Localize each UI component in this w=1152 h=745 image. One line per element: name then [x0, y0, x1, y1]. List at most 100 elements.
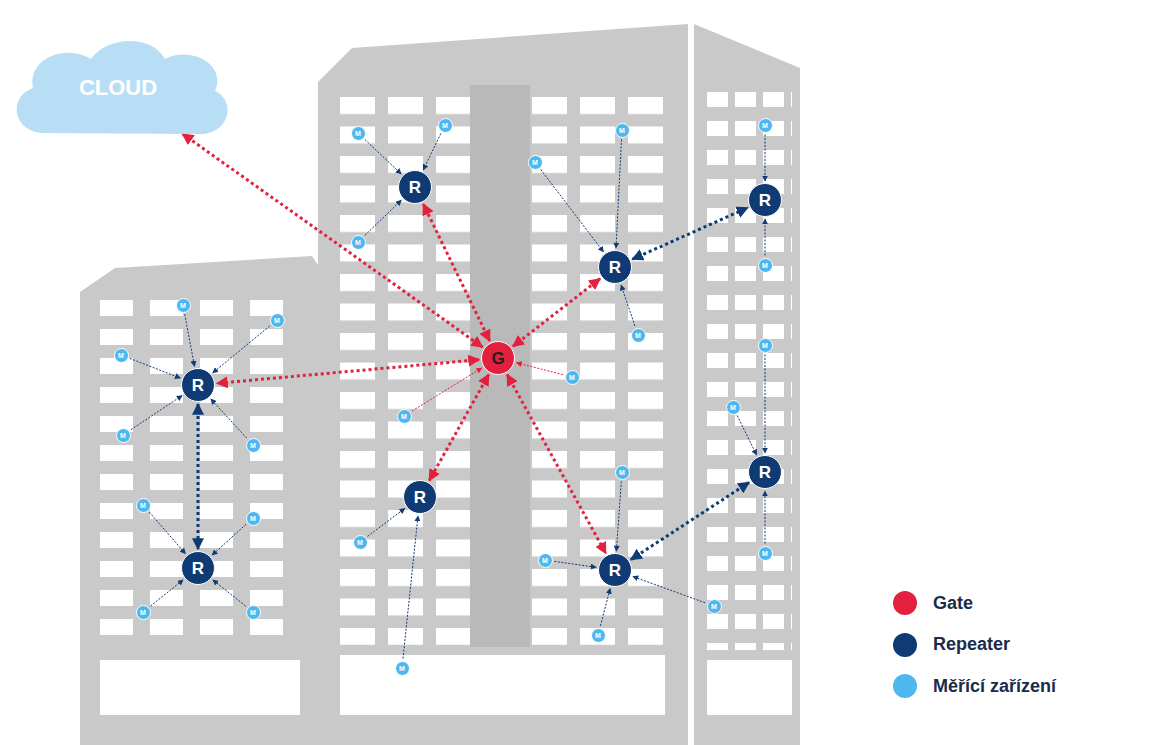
connector	[217, 360, 479, 384]
node-label: R	[609, 259, 621, 276]
legend-entry: Gate	[893, 591, 973, 615]
meter-node: M	[591, 628, 606, 643]
connector	[632, 208, 747, 260]
connector	[403, 516, 418, 659]
meter-node: M	[351, 235, 366, 250]
building-core	[470, 85, 530, 647]
node-label: M	[399, 665, 405, 672]
middle-building	[318, 24, 688, 745]
node-label: M	[762, 550, 768, 557]
repeater-node: R	[598, 553, 632, 587]
node-label: R	[759, 464, 771, 481]
meter-node: M	[758, 338, 773, 353]
connector	[765, 219, 766, 256]
node-label: M	[762, 342, 768, 349]
right-building	[694, 24, 800, 745]
node-label: M	[250, 515, 256, 522]
connector	[616, 481, 621, 551]
connector	[631, 482, 749, 559]
repeater-node: R	[181, 551, 215, 585]
connector	[600, 588, 610, 625]
meter-node: M	[176, 298, 191, 313]
node-label: R	[192, 560, 204, 577]
node-label: M	[140, 609, 146, 616]
connector	[130, 358, 180, 378]
meter-node: M	[351, 126, 366, 141]
node-label: CLOUD	[79, 77, 157, 99]
meter-node: M	[615, 465, 630, 480]
node-label: M	[442, 122, 448, 129]
meter-node: M	[270, 313, 285, 328]
connector	[197, 404, 200, 549]
meter-node: M	[615, 123, 630, 138]
connector	[765, 491, 766, 544]
left-building	[80, 256, 320, 745]
connector	[365, 200, 401, 235]
node-label: M	[762, 122, 768, 129]
node-label: M	[357, 539, 363, 546]
node-label: M	[711, 603, 717, 610]
connector	[765, 135, 766, 182]
cloud-outline	[17, 41, 228, 134]
node-label: R	[759, 192, 771, 209]
window-grid	[707, 92, 792, 650]
meter-node: M	[758, 258, 773, 273]
node-label: M	[619, 127, 625, 134]
connector	[765, 355, 766, 454]
connector	[423, 204, 489, 341]
legend-label: Měřící zařízení	[933, 676, 1056, 697]
connector	[554, 561, 596, 567]
connector	[513, 279, 600, 347]
legend-swatch	[893, 633, 917, 657]
repeater-node: R	[403, 480, 437, 514]
connector	[737, 416, 756, 455]
repeater-node: R	[748, 455, 782, 489]
node-label: R	[192, 377, 204, 394]
node-label: R	[414, 489, 426, 506]
connector	[423, 134, 441, 170]
meter-node: M	[353, 535, 368, 550]
repeater-node: R	[181, 368, 215, 402]
connector	[149, 512, 185, 554]
meter-node: M	[758, 118, 773, 133]
connector	[507, 375, 606, 554]
node-label: M	[274, 317, 280, 324]
meter-node: M	[136, 605, 151, 620]
node-label: M	[401, 413, 407, 420]
node-label: R	[609, 562, 621, 579]
connector	[621, 285, 635, 326]
ground-floor	[707, 660, 792, 715]
node-label: M	[730, 404, 736, 411]
connector	[429, 375, 488, 481]
connector	[541, 170, 604, 252]
connector	[412, 368, 482, 411]
node-label: M	[355, 239, 361, 246]
connector	[213, 326, 270, 373]
node-label: M	[140, 502, 146, 509]
connector	[516, 363, 562, 375]
cloud-node: CLOUD	[3, 33, 233, 143]
legend-entry: Měřící zařízení	[893, 674, 1056, 698]
connector	[213, 580, 246, 606]
meter-node: M	[136, 498, 151, 513]
meter-node: M	[538, 553, 553, 568]
gate-node: G	[481, 341, 515, 375]
window-grid	[100, 300, 295, 645]
connector	[616, 139, 622, 248]
ground-floor	[100, 660, 300, 715]
legend-swatch	[893, 674, 917, 698]
node-label: M	[180, 302, 186, 309]
legend-label: Gate	[933, 593, 973, 614]
repeater-node: R	[398, 170, 432, 204]
meter-node: M	[116, 428, 131, 443]
connector	[131, 396, 182, 430]
legend-label: Repeater	[933, 634, 1010, 655]
node-label: M	[250, 609, 256, 616]
meter-node: M	[246, 438, 261, 453]
meter-node: M	[246, 511, 261, 526]
ground-floor	[340, 655, 665, 715]
connector	[183, 134, 483, 347]
legend-swatch	[893, 591, 917, 615]
node-label: G	[491, 350, 504, 367]
